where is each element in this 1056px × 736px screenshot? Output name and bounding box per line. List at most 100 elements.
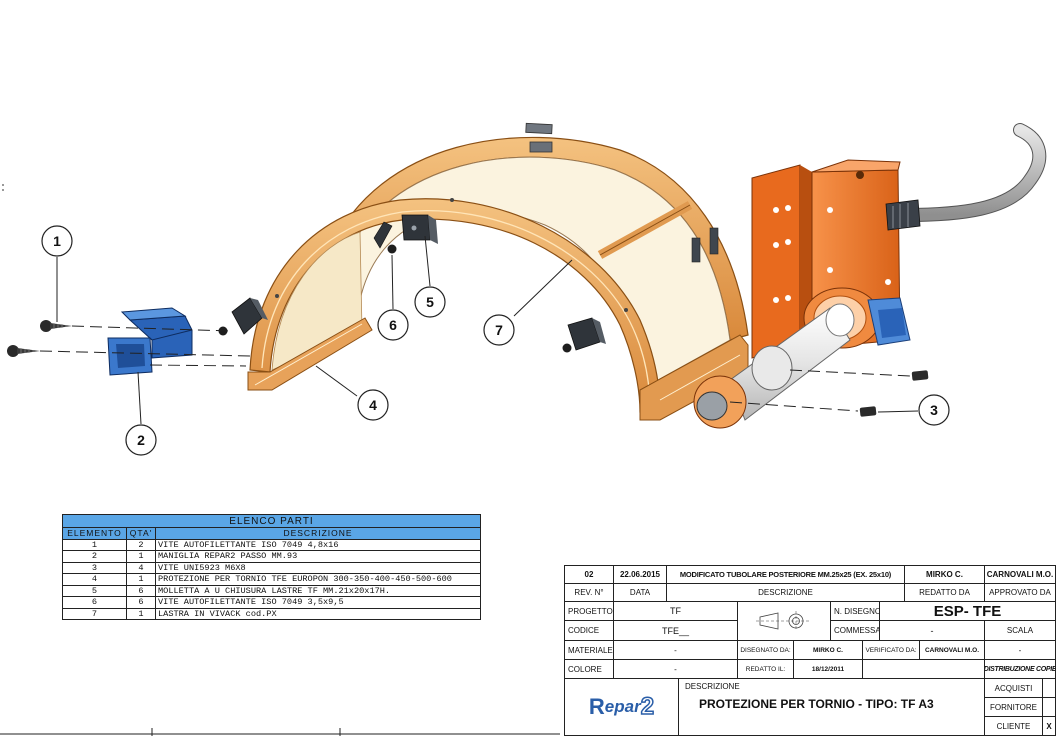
- cell-qta: 2: [126, 538, 156, 551]
- logo-letter: R: [588, 694, 605, 719]
- cell-elemento: 7: [62, 607, 127, 620]
- cable: [885, 123, 1047, 231]
- blank-cell: [862, 659, 985, 679]
- callout-6: 6: [377, 309, 409, 341]
- label-scala: SCALA: [984, 620, 1056, 641]
- svg-text:1: 1: [53, 233, 61, 249]
- cell-qta: 1: [126, 550, 156, 563]
- label-data: DATA: [613, 583, 667, 602]
- value-scala: -: [984, 640, 1056, 660]
- label-verificato-da: VERIFICATO DA:: [862, 640, 920, 660]
- value-n-disegno: ESP- TFE: [879, 601, 1056, 621]
- handle-part-2: [107, 307, 193, 376]
- rev-drawn-by: MIRKO C.: [904, 565, 985, 584]
- cell-descrizione: PROTEZIONE PER TORNIO TFE EUROPON 300-35…: [155, 573, 481, 586]
- label-approvato-da: APPROVATO DA: [984, 583, 1056, 602]
- label-fornitore: FORNITORE: [984, 697, 1043, 717]
- title-block: 02 22.06.2015 MODIFICATO TUBOLARE POSTER…: [564, 565, 1056, 736]
- cell-elemento: 4: [62, 573, 127, 586]
- value-commessa: -: [879, 620, 985, 641]
- callout-5: 5: [414, 286, 446, 318]
- rev-approved-by: CARNOVALI M.O.: [984, 565, 1056, 584]
- label-redatto-il: REDATTO IL:: [737, 659, 794, 679]
- label-acquisti: ACQUISTI: [984, 678, 1043, 698]
- col-header-qta: QTA': [126, 527, 156, 540]
- logo-text: epar: [604, 697, 641, 716]
- label-n-disegno: N. DISEGNO: [830, 601, 880, 621]
- front-guard-frame: [247, 198, 749, 421]
- label-disegnato-da: DISEGNATO DA:: [737, 640, 794, 660]
- projection-symbol: [737, 601, 831, 641]
- label-distribuzione-copie: DISTRIBUZIONE COPIE: [984, 659, 1056, 679]
- left-margin-marks: [2, 184, 4, 191]
- bottom-frame-marks: [0, 728, 560, 736]
- callout-3: 3: [918, 394, 950, 426]
- cell-elemento: 1: [62, 538, 127, 551]
- cell-qta: 1: [126, 573, 156, 586]
- parts-list-title: ELENCO PARTI: [62, 514, 481, 528]
- svg-text:7: 7: [495, 322, 503, 338]
- cell-qta: 4: [126, 561, 156, 574]
- label-codice: CODICE: [564, 620, 614, 641]
- set-screws: [859, 370, 929, 417]
- main-description-box: DESCRIZIONE PROTEZIONE PER TORNIO - TIPO…: [678, 678, 985, 736]
- svg-text:3: 3: [930, 402, 938, 418]
- screws-part-1: [7, 320, 72, 357]
- cell-elemento: 2: [62, 550, 127, 563]
- small-screws: [218, 244, 572, 353]
- svg-text:2: 2: [137, 432, 145, 448]
- callout-4: 4: [357, 389, 389, 421]
- label-progetto: PROGETTO: [564, 601, 614, 621]
- cell-elemento: 6: [62, 596, 127, 609]
- logo-number: 2: [640, 692, 655, 721]
- u-clips: [231, 214, 606, 351]
- value-codice: TFE__: [613, 620, 738, 641]
- callout-1: 1: [41, 225, 73, 257]
- rev-date: 22.06.2015: [613, 565, 667, 584]
- cell-qta: 1: [126, 607, 156, 620]
- label-descrizione: DESCRIZIONE: [666, 583, 905, 602]
- value-redatto-il: 18/12/2011: [793, 659, 863, 679]
- callout-2: 2: [125, 424, 157, 456]
- rev-number: 02: [564, 565, 614, 584]
- label-main-descrizione: DESCRIZIONE: [685, 682, 740, 691]
- cell-qta: 6: [126, 596, 156, 609]
- fornitore-mark: [1042, 697, 1056, 717]
- callout-leaders: [56, 235, 919, 425]
- svg-text:5: 5: [426, 294, 434, 310]
- cell-descrizione: LASTRA IN VIVACK cod.PX: [155, 607, 481, 620]
- cell-descrizione: MOLLETTA A U CHIUSURA LASTRE TF MM.21x20…: [155, 584, 481, 597]
- svg-text:4: 4: [369, 397, 377, 413]
- label-commessa: COMMESSA: [830, 620, 880, 641]
- rev-description: MODIFICATO TUBOLARE POSTERIORE MM.25x25 …: [666, 565, 905, 584]
- callout-7: 7: [483, 314, 515, 346]
- svg-text:6: 6: [389, 317, 397, 333]
- col-header-elemento: ELEMENTO: [62, 527, 127, 540]
- value-progetto: TF: [613, 601, 738, 621]
- cell-elemento: 5: [62, 584, 127, 597]
- value-materiale: -: [613, 640, 738, 660]
- label-cliente: CLIENTE: [984, 716, 1043, 736]
- cell-qta: 6: [126, 584, 156, 597]
- parts-list-table: ELENCO PARTI ELEMENTO QTA' DESCRIZIONE 1…: [62, 514, 481, 620]
- cliente-mark: X: [1042, 716, 1056, 736]
- cell-elemento: 3: [62, 561, 127, 574]
- value-disegnato-da: MIRKO C.: [793, 640, 863, 660]
- label-materiale: MATERIALE: [564, 640, 614, 660]
- shaft-assembly: [693, 287, 911, 429]
- value-verificato-da: CARNOVALI M.O.: [919, 640, 985, 660]
- label-colore: COLORE: [564, 659, 614, 679]
- value-colore: -: [613, 659, 738, 679]
- cell-descrizione: VITE AUTOFILETTANTE ISO 7049 4,8x16: [155, 538, 481, 551]
- cell-descrizione: VITE UNI5923 M6X8: [155, 561, 481, 574]
- assembly-lines: [39, 325, 911, 412]
